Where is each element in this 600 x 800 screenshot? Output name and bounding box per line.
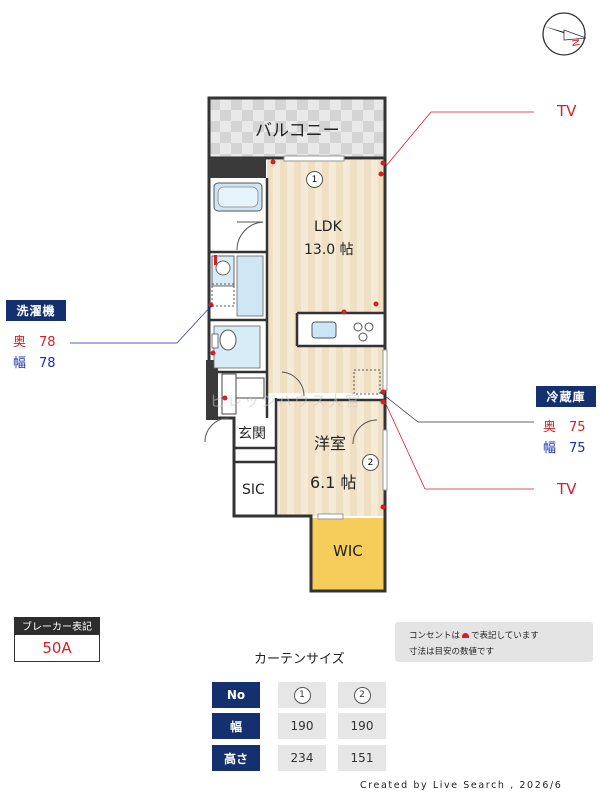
washing-machine-width-label: 幅 bbox=[13, 356, 27, 371]
curtain-height-2: 151 bbox=[338, 745, 386, 771]
washing-machine-depth-value: 78 bbox=[39, 335, 56, 350]
washing-machine-depth-label: 奥 bbox=[13, 335, 27, 350]
curtain-no-cell-2: 2 bbox=[338, 682, 386, 708]
outlet-marker-icon bbox=[462, 633, 470, 638]
wic-floor bbox=[311, 518, 385, 590]
refrigerator-depth-value: 75 bbox=[569, 420, 586, 435]
washing-machine-width-value: 78 bbox=[39, 356, 56, 371]
refrigerator-depth: 奥 75 bbox=[543, 416, 586, 435]
credit-text: Created by Live Search , 2026/6 bbox=[360, 780, 563, 791]
curtain-no-2: 2 bbox=[353, 686, 371, 704]
notes-box: コンセントはで表記しています 寸法は目安の数値です bbox=[395, 622, 593, 662]
curtain-header-no: No bbox=[212, 682, 260, 708]
ldk-floor bbox=[267, 160, 385, 313]
wic-label: WIC bbox=[333, 542, 363, 560]
notes-line-1: コンセントはで表記しています bbox=[409, 629, 539, 641]
curtain-no-1: 1 bbox=[293, 686, 311, 704]
balcony-area bbox=[207, 96, 387, 160]
washing-machine-depth: 奥 78 bbox=[13, 331, 56, 350]
ldk-label: LDK bbox=[314, 219, 342, 235]
curtain-title: カーテンサイズ bbox=[254, 652, 345, 667]
curtain-no-cell-1: 1 bbox=[278, 682, 326, 708]
outlet-marker-icon bbox=[208, 159, 386, 510]
refrigerator-width: 幅 75 bbox=[543, 437, 586, 456]
refrigerator-width-label: 幅 bbox=[543, 441, 557, 456]
watermark: ビレッジハウス大宮 bbox=[210, 392, 363, 410]
curtain-width-1: 190 bbox=[278, 713, 326, 739]
washing-machine-title: 洗濯機 bbox=[6, 300, 66, 321]
breaker-label: ブレーカー表記 bbox=[14, 617, 100, 634]
western-room-size: 6.1 帖 bbox=[310, 473, 357, 492]
notes-line-2: 寸法は目安の数値です bbox=[409, 647, 495, 657]
compass-icon: N bbox=[542, 12, 587, 56]
entrance-label: 玄関 bbox=[238, 426, 266, 442]
svg-text:N: N bbox=[569, 38, 581, 47]
refrigerator-depth-label: 奥 bbox=[543, 420, 557, 435]
ldk-size: 13.0 帖 bbox=[304, 242, 354, 258]
window-number-1: 1 bbox=[306, 171, 323, 188]
curtain-header-height: 高さ bbox=[212, 745, 260, 771]
tv-label-top: TV bbox=[557, 102, 577, 120]
tv-label-bottom: TV bbox=[557, 480, 577, 498]
notes-line-1-suffix: で表記しています bbox=[471, 631, 539, 641]
window-number-2: 2 bbox=[362, 454, 379, 471]
sic-label: SIC bbox=[242, 482, 265, 498]
refrigerator-width-value: 75 bbox=[569, 441, 586, 456]
breaker-value: 50A bbox=[14, 634, 100, 662]
notes-line-1-prefix: コンセントは bbox=[409, 631, 461, 641]
western-room-label: 洋室 bbox=[314, 434, 347, 453]
curtain-height-1: 234 bbox=[278, 745, 326, 771]
curtain-header-width: 幅 bbox=[212, 713, 260, 739]
curtain-width-2: 190 bbox=[338, 713, 386, 739]
balcony-label: バルコニー bbox=[255, 121, 340, 141]
refrigerator-title: 冷蔵庫 bbox=[536, 386, 596, 407]
washing-machine-width: 幅 78 bbox=[13, 352, 56, 371]
